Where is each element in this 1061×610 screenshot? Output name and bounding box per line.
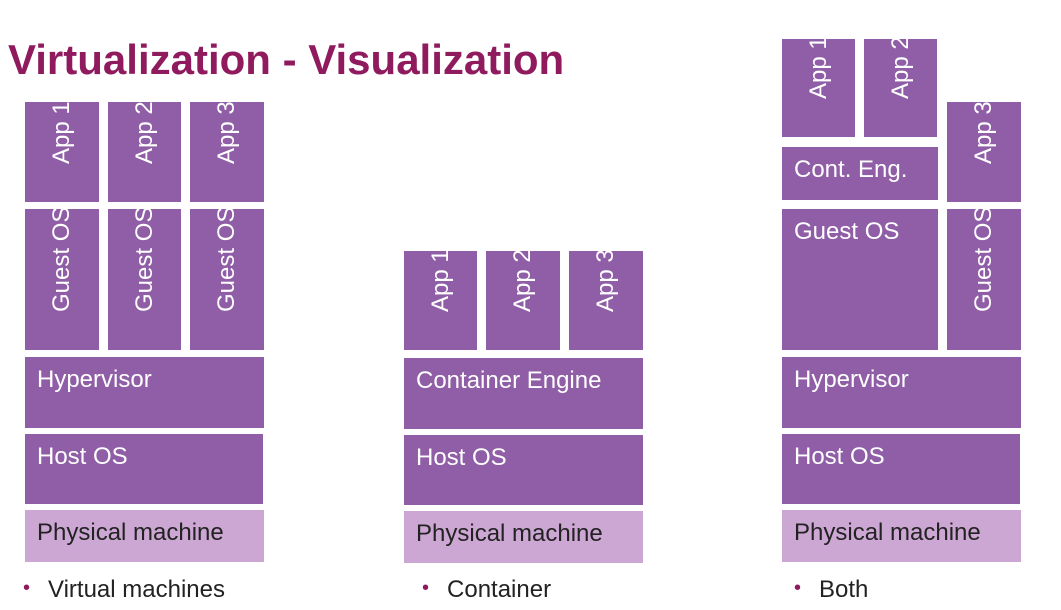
container-app-3: App 3 xyxy=(569,249,643,350)
vm-physical-machine: Physical machine xyxy=(25,510,264,562)
both-physical-machine: Physical machine xyxy=(782,510,1021,562)
vm-hypervisor-label: Hypervisor xyxy=(37,366,152,393)
bullet-icon: • xyxy=(794,577,802,599)
both-caption-text: Both xyxy=(819,576,869,603)
both-host-os-label: Host OS xyxy=(794,443,885,470)
both-guest-os-right-label: Guest OS xyxy=(970,206,997,312)
container-caption-text: Container xyxy=(447,576,552,603)
container-app-2: App 2 xyxy=(486,249,560,350)
both-cont-eng: Cont. Eng. xyxy=(782,147,938,200)
both-host-os: Host OS xyxy=(782,434,1020,504)
both-caption: • Both xyxy=(794,576,868,604)
both-guest-os-right: Guest OS xyxy=(947,206,1021,350)
bullet-icon: • xyxy=(422,577,430,599)
container-host-os: Host OS xyxy=(404,435,643,505)
vm-app-3: App 3 xyxy=(190,101,264,202)
both-guest-os-left: Guest OS xyxy=(782,209,938,350)
vm-physical-machine-label: Physical machine xyxy=(37,519,224,546)
vm-guest-os-2: Guest OS xyxy=(108,206,181,350)
vm-app-1-label: App 1 xyxy=(48,101,75,164)
vm-hypervisor: Hypervisor xyxy=(25,357,264,428)
both-app-1: App 1 xyxy=(782,36,855,137)
both-physical-machine-label: Physical machine xyxy=(794,519,981,546)
vm-guest-os-2-label: Guest OS xyxy=(130,206,158,312)
both-guest-os-left-label: Guest OS xyxy=(794,218,900,245)
vm-guest-os-1-label: Guest OS xyxy=(48,206,75,312)
slide-title: Virtualization - Visualization xyxy=(8,36,565,83)
container-engine-label: Container Engine xyxy=(416,367,602,394)
bullet-icon: • xyxy=(23,577,31,599)
both-app-2: App 2 xyxy=(864,36,937,137)
both-cont-eng-label: Cont. Eng. xyxy=(794,156,908,183)
container-physical-machine: Physical machine xyxy=(404,511,643,563)
vm-caption-text: Virtual machines xyxy=(48,576,225,603)
vm-host-os-label: Host OS xyxy=(37,443,128,470)
vm-app-2: App 2 xyxy=(108,101,181,202)
both-app-2-label: App 2 xyxy=(886,36,914,99)
container-app-2-label: App 2 xyxy=(509,249,536,312)
both-hypervisor: Hypervisor xyxy=(782,357,1021,428)
container-app-1: App 1 xyxy=(404,249,477,350)
container-caption: • Container xyxy=(422,576,551,604)
vm-host-os: Host OS xyxy=(25,434,263,504)
container-host-os-label: Host OS xyxy=(416,444,507,471)
vm-guest-os-3: Guest OS xyxy=(190,206,264,350)
vm-app-3-label: App 3 xyxy=(213,101,240,164)
both-hypervisor-label: Hypervisor xyxy=(794,366,909,393)
container-physical-machine-label: Physical machine xyxy=(416,520,603,547)
both-app-3-label: App 3 xyxy=(970,101,997,164)
both-app-1-label: App 1 xyxy=(804,36,832,99)
vm-app-2-label: App 2 xyxy=(130,101,158,164)
vm-caption: • Virtual machines xyxy=(23,576,225,604)
vm-app-1: App 1 xyxy=(25,101,99,202)
container-engine: Container Engine xyxy=(404,358,643,429)
container-app-3-label: App 3 xyxy=(592,249,619,312)
container-app-1-label: App 1 xyxy=(426,249,454,312)
both-app-3: App 3 xyxy=(947,101,1021,202)
vm-guest-os-3-label: Guest OS xyxy=(213,206,240,312)
vm-guest-os-1: Guest OS xyxy=(25,206,99,350)
